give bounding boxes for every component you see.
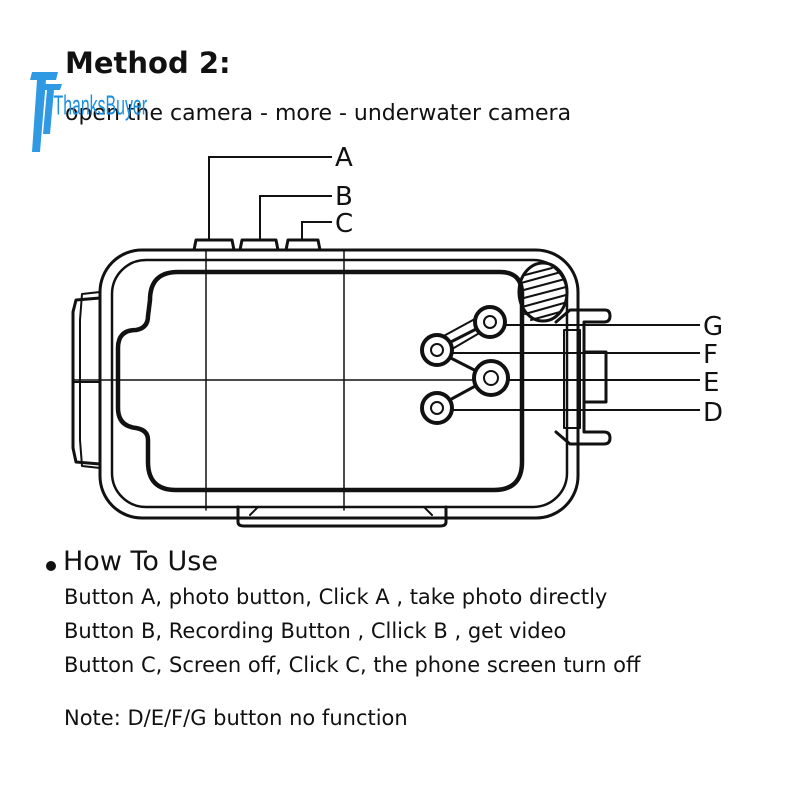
method-title: Method 2:: [65, 46, 231, 80]
housing-diagram: A B C G F E D: [71, 143, 723, 528]
callout-e: E: [703, 368, 719, 398]
left-side-hinge: [71, 296, 102, 466]
note-text: Note: D/E/F/G button no function: [64, 706, 408, 730]
svg-text:ThanksBuyer: ThanksBuyer: [54, 90, 148, 120]
bullet-icon: [46, 560, 56, 571]
latch-tab: [582, 350, 608, 404]
method-subtitle: open the camera - more - underwater came…: [65, 101, 572, 126]
how-to-use-label: How To Use: [63, 546, 218, 577]
callout-b: B: [335, 182, 353, 212]
lens-window: [517, 261, 569, 323]
how-to-use-heading: How To Use: [46, 546, 218, 577]
top-button-a: [192, 238, 236, 252]
case-inner-rim: [110, 258, 569, 509]
instruction-step: Button B, Recording Button , Cllick B , …: [64, 619, 567, 643]
leader-b: [259, 195, 332, 240]
case-outer: [98, 248, 580, 520]
callout-f: F: [703, 340, 718, 370]
callout-c: C: [335, 209, 353, 239]
thanksbuyer-watermark-logo: ThanksBuyer: [30, 72, 148, 152]
bottom-clip: [236, 505, 448, 528]
instruction-step: Button A, photo button, Click A , take p…: [64, 585, 608, 609]
callout-d: D: [703, 398, 723, 428]
callout-g: G: [703, 312, 723, 342]
callout-a: A: [335, 143, 353, 173]
screen-gasket: [115, 269, 525, 493]
instruction-step: Button C, Screen off, Click C, the phone…: [64, 653, 641, 677]
leader-c: [301, 221, 332, 240]
leader-a: [208, 156, 332, 240]
